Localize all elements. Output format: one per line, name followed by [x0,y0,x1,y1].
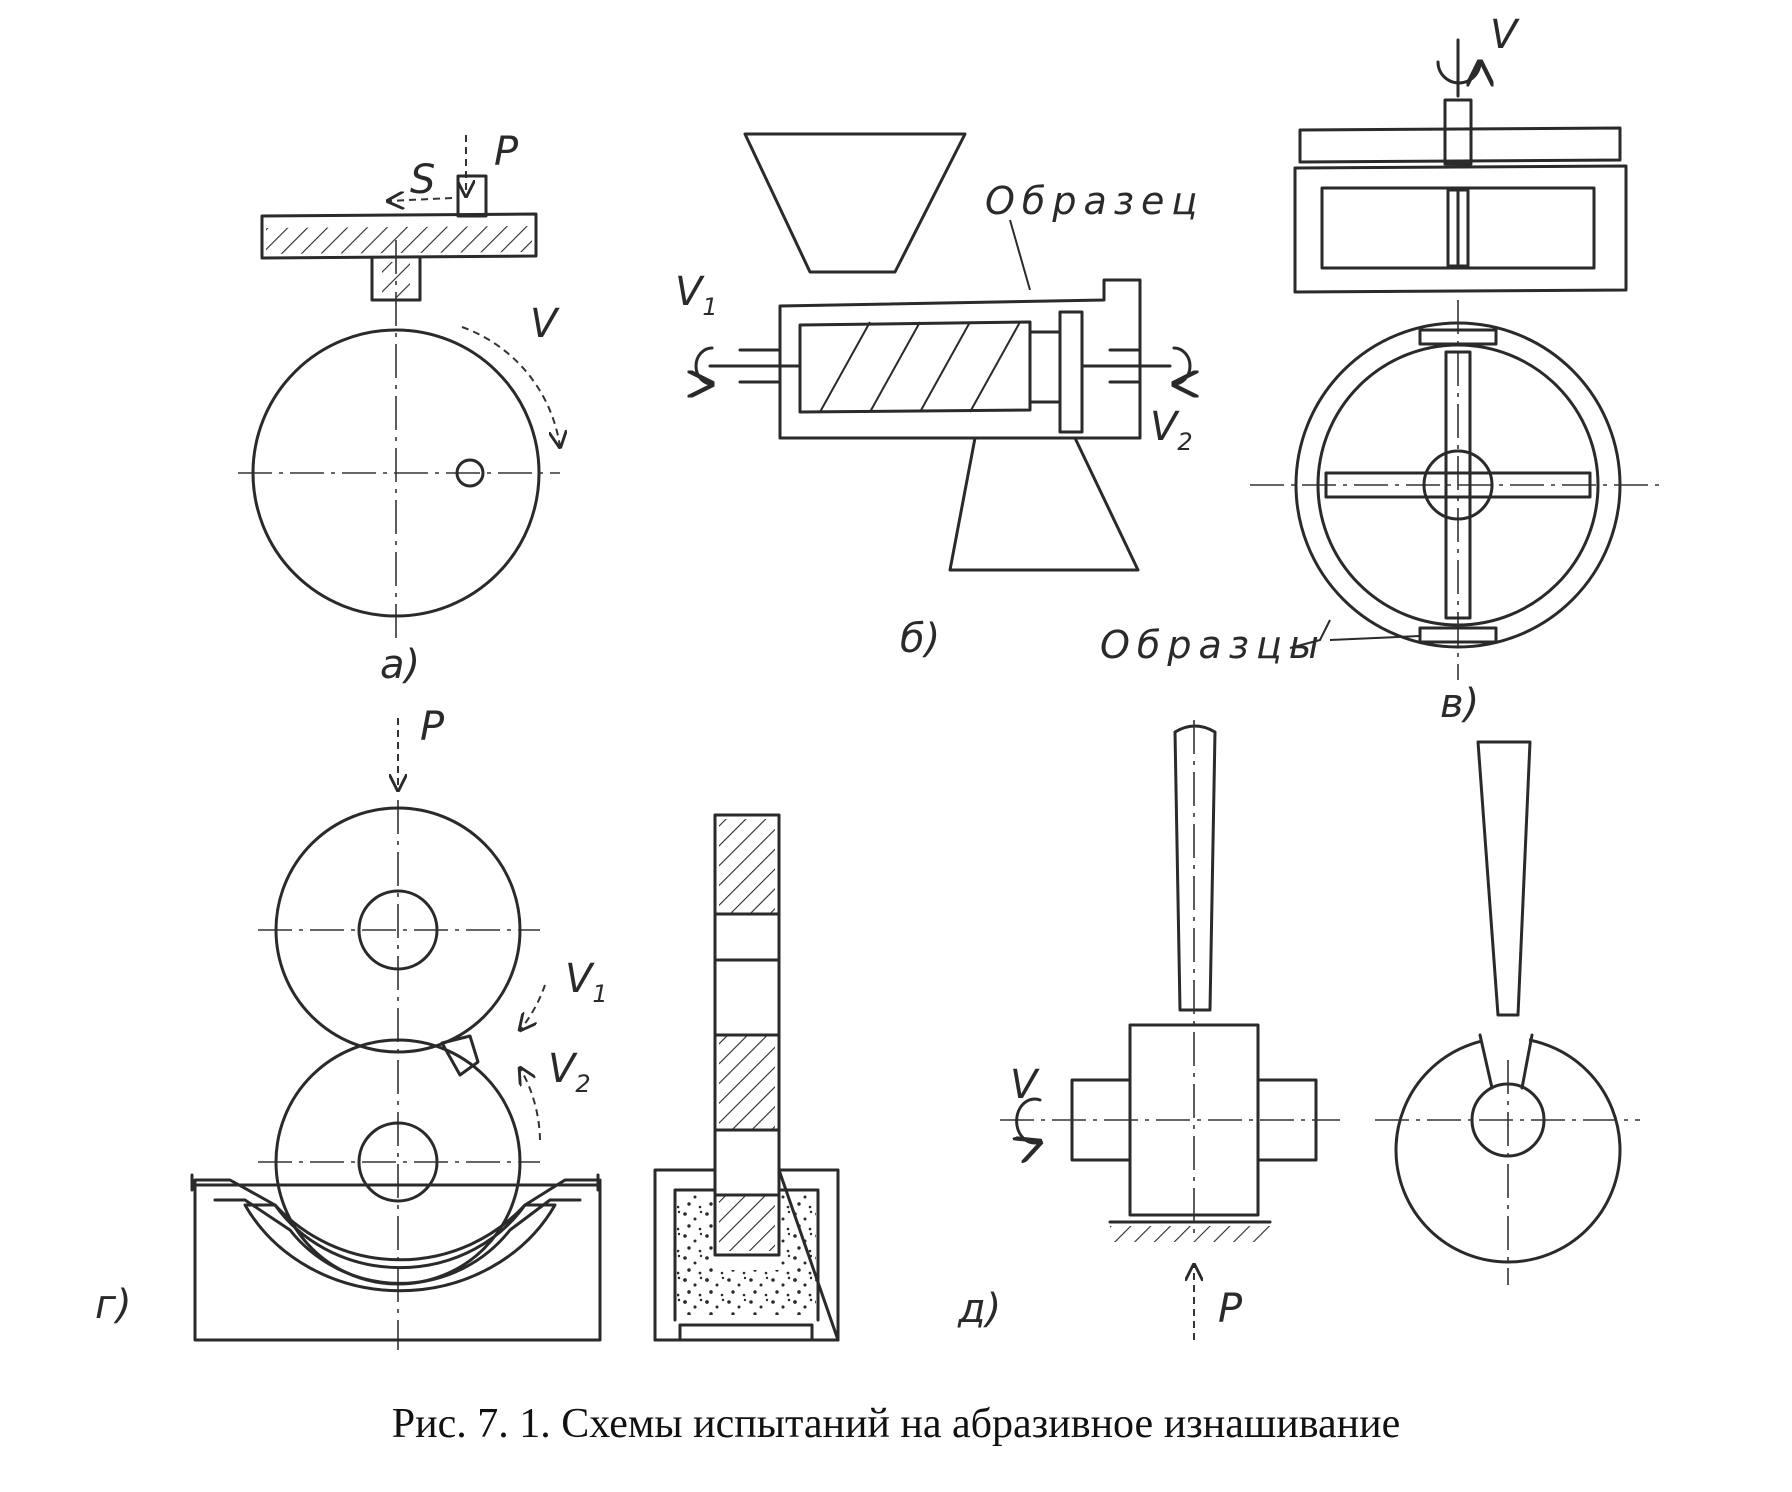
panel-a-disc-scheme: P S V a) [238,129,560,688]
panel-tag: б) [900,616,940,662]
screw-housing [778,278,1142,440]
panel-tag: в) [1440,681,1479,727]
rotation-arrow-1 [520,984,546,1030]
specimen-bottom [1418,626,1498,644]
drum-housing-top [1293,164,1628,294]
specimens-label: Образцы [1100,623,1326,667]
abrasive-nozzle-right [1476,740,1532,1017]
speed-label: V [1010,1062,1040,1108]
abrasive-feed [440,1034,480,1077]
specimens-leader [1289,619,1331,649]
figure-caption: Рис. 7. 1. Схемы испытаний на абразивное… [391,1401,1401,1447]
panel-g-roller-scheme: P V1 V2 г) [95,704,840,1350]
discharge-hopper [948,436,1140,572]
speed-1-label: V1 [565,956,608,1008]
specimen-pin [456,174,488,218]
panel-tag: г) [95,1282,132,1328]
screw-conveyor [798,320,1032,414]
abrasive-nozzle-left [1173,724,1217,1012]
panel-v-rotor-scheme: Образцы V в) [1100,12,1660,727]
panel-d-jet-scheme: V P д) [957,720,1640,1340]
panel-b-screw-scheme: Образец V1 V2 б) [675,132,1204,662]
specimen-label: Образец [985,179,1204,223]
rotor-hub [1422,449,1494,521]
speed-2-label: V2 [548,1046,591,1098]
feed-label: S [410,157,435,203]
rotation-arrow-2 [520,1068,541,1141]
drive-shaft [1443,98,1473,166]
specimen-track [455,458,485,488]
holder-plate [260,212,538,260]
drive-cover [1298,126,1622,164]
speed-1-label: V1 [675,269,718,321]
specimen-top [1418,328,1498,346]
speed-2-label: V2 [1150,404,1193,456]
rotation-arrow-1 [696,346,712,384]
speed-label: V [1490,12,1520,58]
panel-tag: д) [957,1286,1001,1332]
panel-tag: a) [380,642,420,688]
rotor-blade-horizontal [1324,471,1592,499]
rotation-arrow [1017,1097,1040,1143]
feed-arrow [388,198,453,201]
rotor-blade-vertical [1444,350,1472,620]
force-label: P [494,129,519,175]
specimen-leader [1009,219,1031,291]
force-label: P [1218,1286,1243,1332]
feed-hopper [743,132,967,274]
force-label: P [420,704,445,750]
specimen-disc [1058,310,1084,434]
abrasive-slurry [243,1203,557,1293]
rotation-arrow-2 [1174,346,1190,384]
speed-label: V [530,301,560,347]
